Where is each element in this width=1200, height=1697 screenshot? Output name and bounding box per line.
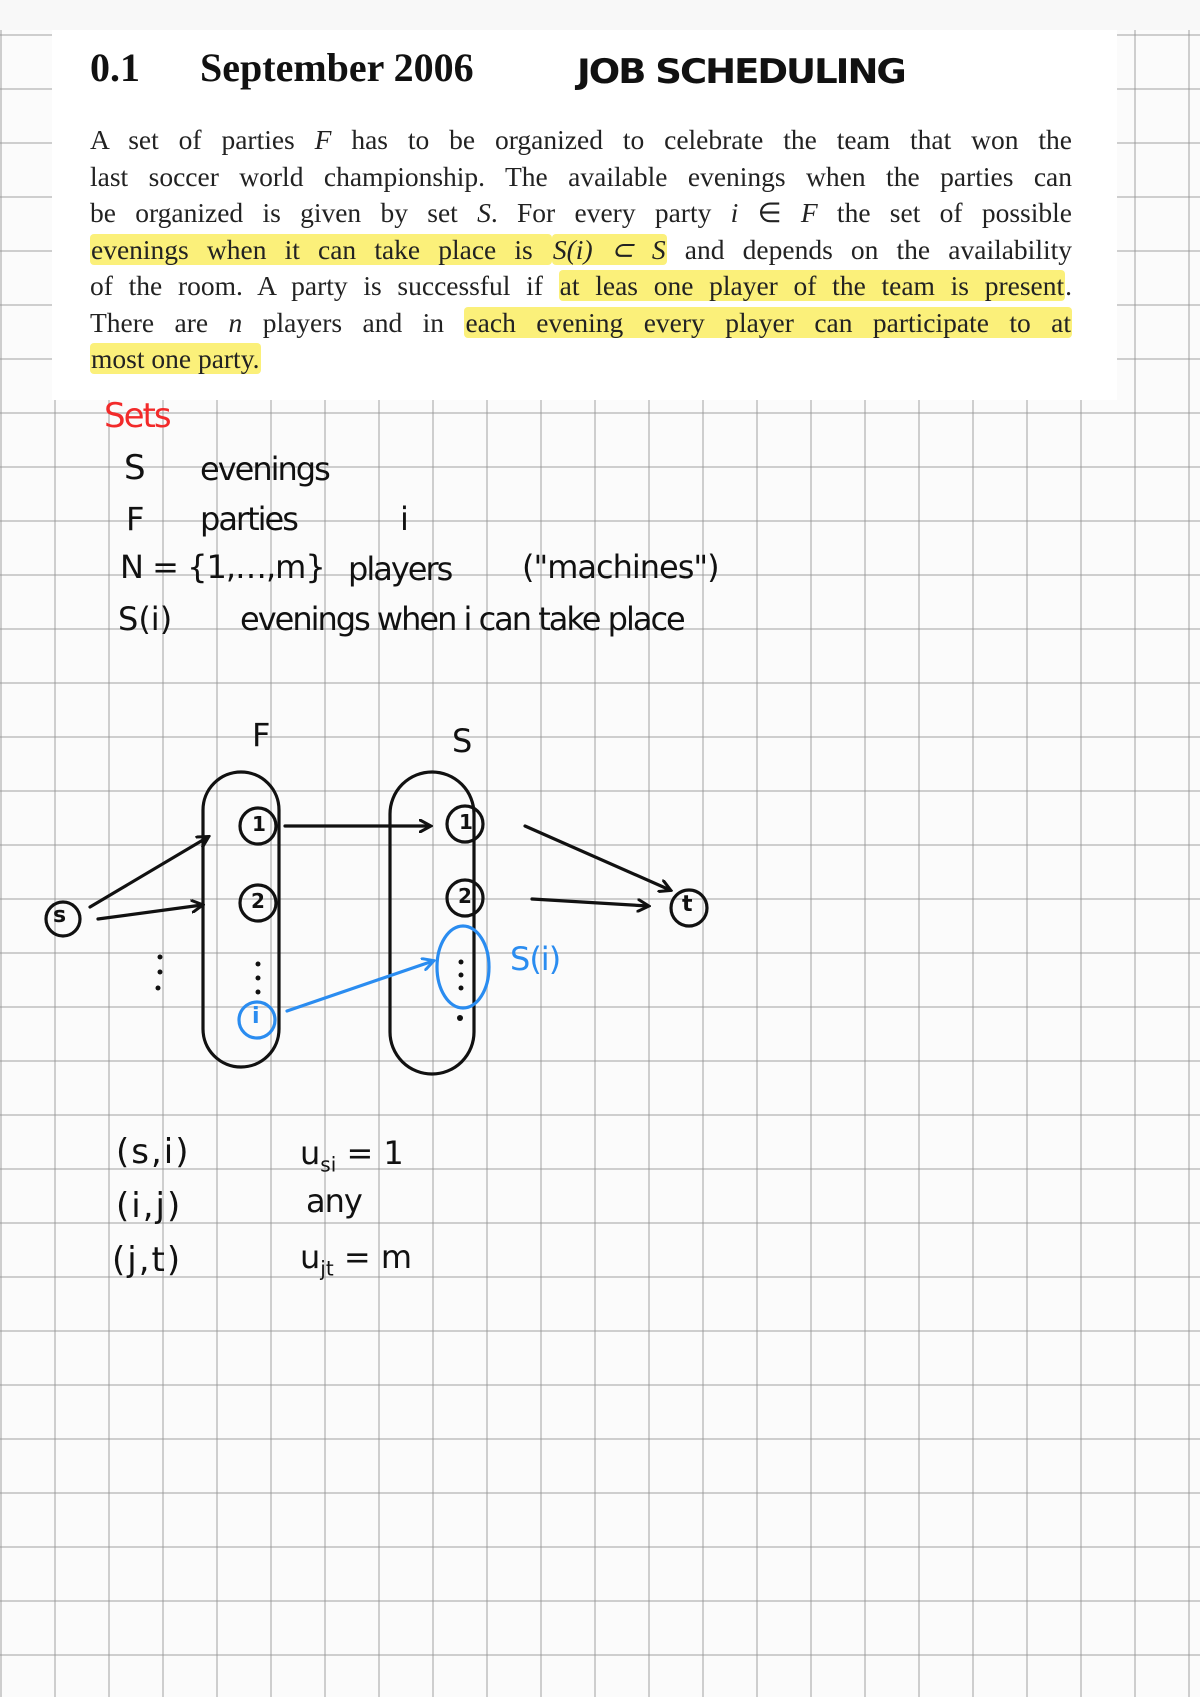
left-set-label: F (252, 716, 271, 754)
source-node-circle (44, 900, 82, 938)
source-node-label: s (53, 903, 67, 928)
paragraph-line: A set of parties F has to be organized t… (90, 122, 1072, 159)
text-segment: players and in (242, 306, 465, 338)
section-title: September 2006 (200, 45, 474, 90)
paragraph-line: be organized is given by set S. For ever… (90, 195, 1072, 232)
text-segment: F (314, 124, 332, 155)
highlighted-text: S(i) ⊂ S (551, 233, 667, 265)
section-heading: 0.1 September 2006 (90, 44, 474, 91)
set-index-i: i (400, 500, 409, 538)
sets-heading: Sets (104, 396, 172, 436)
text-segment: ∈ (738, 197, 801, 228)
arc-s-i: (s,i) (116, 1132, 191, 1172)
party-i-circle (237, 1000, 277, 1040)
set-meaning-parties: parties (200, 500, 299, 538)
arc-j-t: (j,t) (112, 1240, 183, 1280)
paragraph-line: of the room. A party is successful if at… (90, 268, 1072, 305)
f-node-2-label: 2 (251, 889, 265, 913)
highlighted-text: evenings when it can take place is (90, 233, 552, 265)
set-symbol-si: S(i) (118, 600, 173, 638)
set-meaning-players: players (348, 550, 453, 588)
s-set-capsule (388, 770, 476, 1076)
capacity-i-j: any (306, 1182, 363, 1220)
sink-node-circle (669, 888, 709, 928)
text-segment: A set of parties (90, 124, 315, 155)
set-symbol-s: S (124, 448, 146, 488)
set-note-machines: ("machines") (522, 548, 720, 586)
f-node-1-label: 1 (252, 812, 266, 836)
paragraph-line: evenings when it can take place is S(i) … (90, 232, 1072, 269)
highlighted-text: at leas one player of the team is presen… (558, 270, 1066, 301)
text-segment: i (730, 197, 739, 228)
capacity-j-t: ujt = m (300, 1238, 413, 1281)
subset-si-ellipse (435, 924, 491, 1010)
arc-i-j: (i,j) (116, 1186, 183, 1226)
sink-node-label: t (682, 892, 693, 917)
text-segment: There are (90, 306, 229, 338)
right-set-label: S (452, 722, 473, 760)
text-segment: S (477, 197, 491, 228)
text-segment: be organized is given by set (90, 197, 478, 228)
set-meaning-si: evenings when i can take place (240, 600, 686, 638)
text-segment: . (1065, 270, 1073, 301)
set-symbol-n: N = {1,…,m} (120, 548, 326, 586)
text-segment: last soccer world championship. The avai… (90, 160, 1072, 192)
text-segment: of the room. A party is successful if (90, 270, 559, 301)
section-number: 0.1 (90, 45, 140, 90)
text-segment: the set of possible (817, 197, 1072, 228)
handwritten-title: JOB SCHEDULING (577, 51, 907, 92)
top-strip (0, 0, 1200, 30)
problem-statement-card: 0.1 September 2006 JOB SCHEDULING A set o… (52, 30, 1117, 400)
highlighted-text: each evening every player can participat… (464, 306, 1073, 338)
text-segment: . For every party (490, 197, 731, 228)
text-segment: F (800, 197, 818, 228)
text-segment: has to be organized to celebrate the tea… (331, 124, 1072, 155)
highlighted-text: most one party. (90, 343, 261, 374)
s-node-1-label: 1 (459, 810, 473, 834)
paragraph-line: last soccer world championship. The avai… (90, 159, 1072, 196)
set-meaning-evenings: evenings (200, 450, 331, 488)
set-symbol-f: F (126, 500, 145, 538)
paragraph-line: There are n players and in each evening … (90, 305, 1073, 342)
capacity-s-i: usi = 1 (300, 1134, 404, 1177)
f-node-i-label: i (252, 1004, 260, 1029)
subset-si-label: S(i) (510, 940, 561, 978)
text-segment: n (228, 306, 243, 338)
problem-paragraph: A set of parties F has to be organized t… (90, 122, 1073, 378)
paragraph-line: most one party. (90, 341, 1072, 378)
f-set-capsule (201, 770, 281, 1069)
text-segment: and depends on the availability (666, 233, 1072, 265)
s-node-2-label: 2 (458, 884, 472, 908)
